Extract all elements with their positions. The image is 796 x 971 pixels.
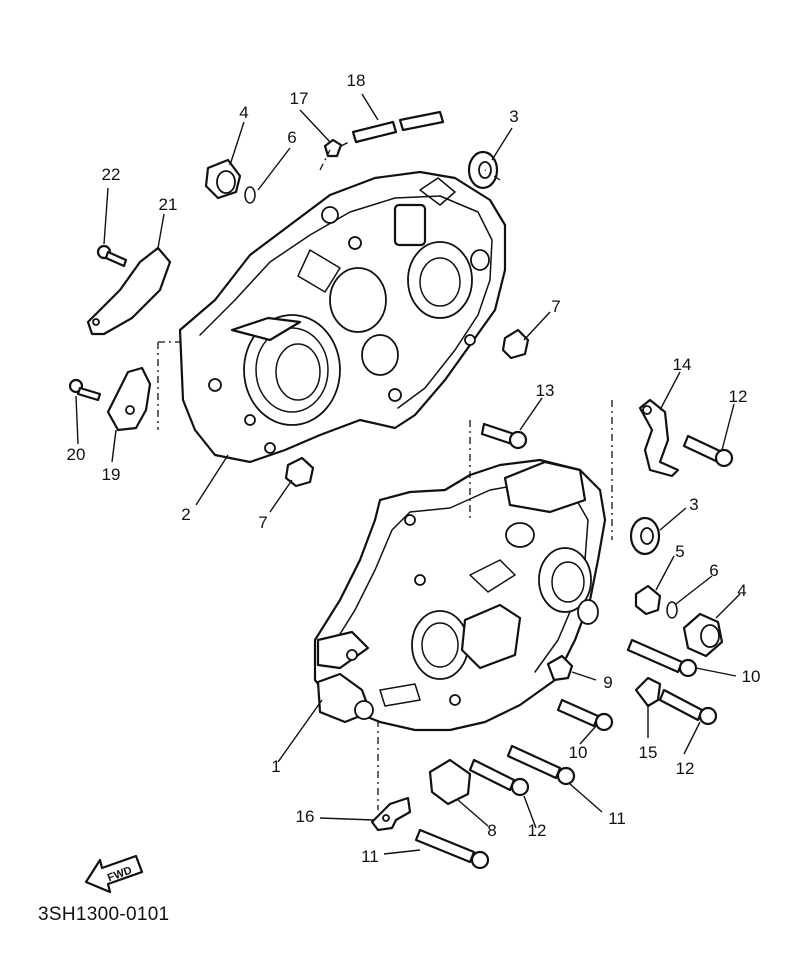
bolt-12-lower <box>468 758 530 797</box>
bolt-11-upper <box>506 744 576 786</box>
bush-5 <box>634 584 662 616</box>
callout-21: 21 <box>159 195 178 214</box>
plug-9 <box>546 654 574 682</box>
callout-4-upper: 4 <box>239 103 248 122</box>
callout-11-upper: 11 <box>608 809 626 828</box>
assembly-lines <box>157 149 613 810</box>
leader-lines <box>75 93 741 855</box>
bolt-11-lower <box>414 828 490 870</box>
o-ring-6-upper <box>244 186 256 204</box>
callout-12-upper: 12 <box>729 387 748 406</box>
collar-7-lower <box>284 456 315 488</box>
callout-2: 2 <box>181 505 190 524</box>
callout-12-lower: 12 <box>528 821 547 840</box>
dowel-pins-18 <box>351 110 445 144</box>
bolt-20 <box>68 378 102 402</box>
callout-19: 19 <box>102 465 121 484</box>
fwd-arrow-icon: FWD <box>84 854 144 894</box>
callout-15: 15 <box>639 743 658 762</box>
left-crankcase-half <box>178 170 507 464</box>
callout-labels: 1 2 3 3 4 4 5 6 6 7 7 8 9 10 10 11 11 12… <box>67 71 761 866</box>
callout-6-lower: 6 <box>709 561 718 580</box>
right-crankcase-half <box>313 458 607 732</box>
bracket-16 <box>370 796 412 832</box>
callout-3-lower: 3 <box>689 495 698 514</box>
bolt-13 <box>480 422 528 450</box>
callout-6-upper: 6 <box>287 128 296 147</box>
callout-8: 8 <box>487 821 496 840</box>
bolt-22 <box>96 244 128 268</box>
cover-19 <box>106 366 152 432</box>
callout-17: 17 <box>290 89 309 108</box>
callout-10-right: 10 <box>742 667 761 686</box>
callout-16: 16 <box>296 807 315 826</box>
callout-12-right: 12 <box>676 759 695 778</box>
bracket-14 <box>638 398 680 478</box>
callout-18: 18 <box>347 71 366 90</box>
callout-5: 5 <box>675 542 684 561</box>
callout-11-lower: 11 <box>361 847 379 866</box>
callout-1: 1 <box>271 757 280 776</box>
bolt-12-upper <box>682 434 734 468</box>
callout-10-lower: 10 <box>569 743 588 762</box>
callout-4-lower: 4 <box>737 581 746 600</box>
bolt-10-lower <box>556 698 614 732</box>
callout-7-upper: 7 <box>551 297 560 316</box>
collar-4-lower <box>682 612 724 658</box>
callout-14: 14 <box>673 355 692 374</box>
bolt-10-right <box>626 638 698 678</box>
callout-13: 13 <box>536 381 555 400</box>
o-ring-6-lower <box>666 601 678 619</box>
collar-7-upper <box>501 328 530 360</box>
callout-20: 20 <box>67 445 86 464</box>
callout-22: 22 <box>102 165 121 184</box>
callout-7-lower: 7 <box>258 513 267 532</box>
bracket-21 <box>86 246 172 336</box>
reference-code: 3SH1300-0101 <box>38 904 170 925</box>
collar-4-upper <box>204 158 242 200</box>
callout-3-upper: 3 <box>509 107 518 126</box>
bolt-12-right <box>658 688 718 726</box>
clamp-15 <box>634 676 662 708</box>
callout-9: 9 <box>603 673 612 692</box>
damper-8 <box>428 758 472 806</box>
